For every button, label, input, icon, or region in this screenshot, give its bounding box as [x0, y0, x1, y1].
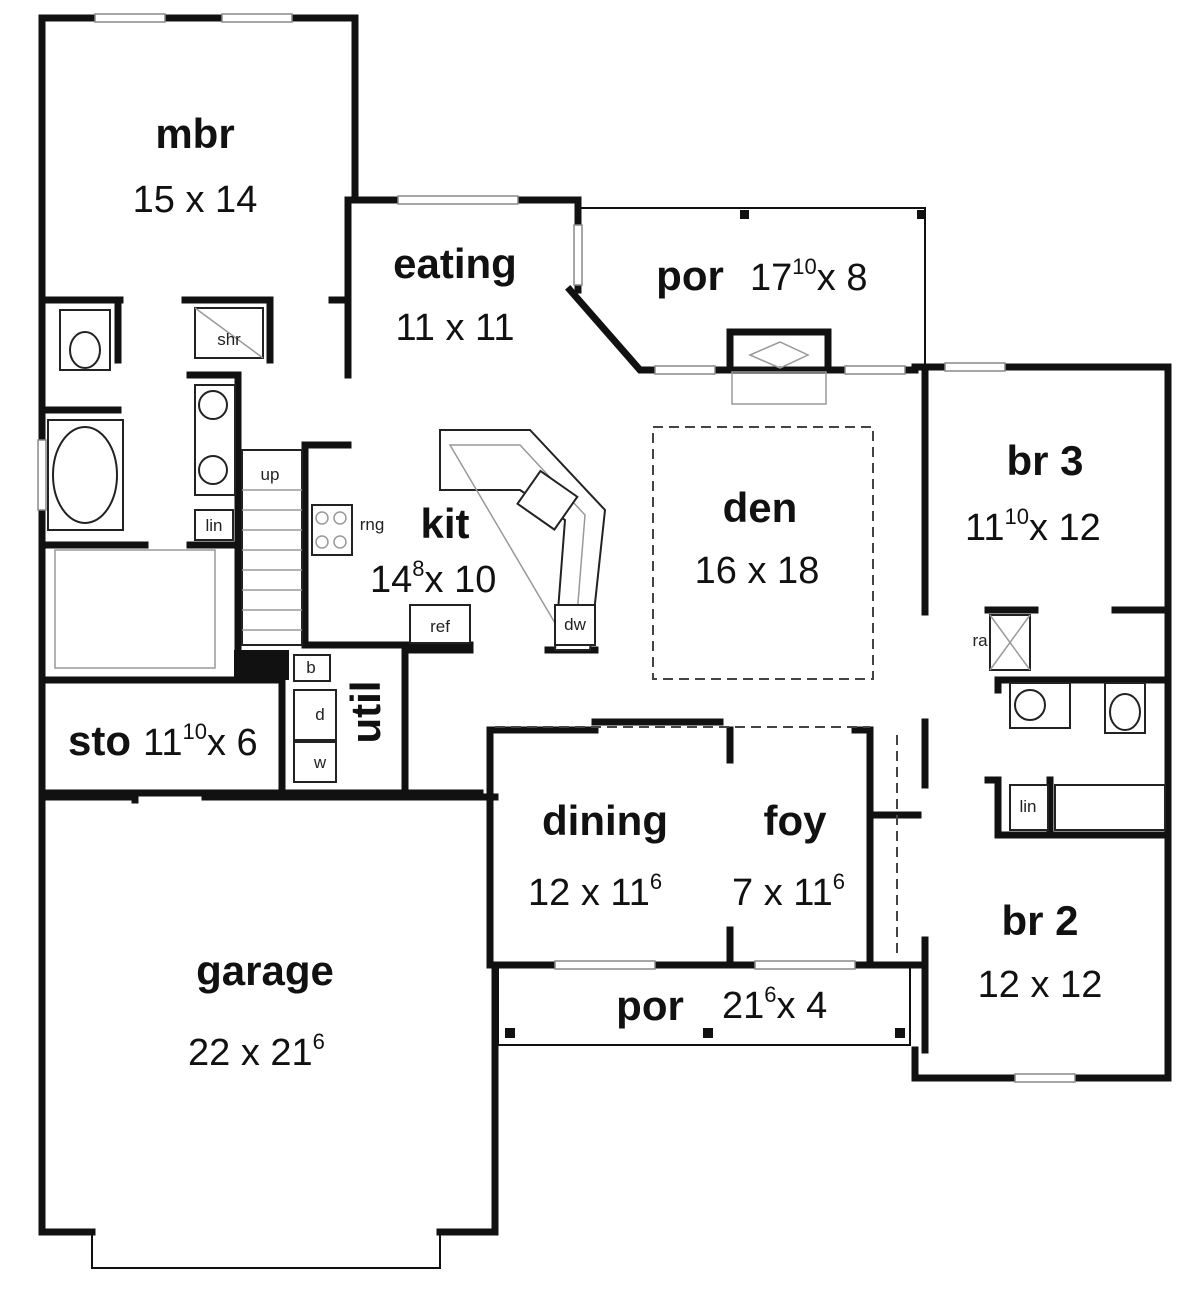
- room-name-dining: dining: [542, 797, 668, 844]
- room-dim-den: 16 x 18: [695, 550, 820, 592]
- room-name-foy: foy: [764, 797, 828, 844]
- room-name-por-front: por: [616, 982, 684, 1029]
- room-dim-mbr: 15 x 14: [133, 179, 258, 221]
- label-up: up: [261, 465, 280, 484]
- room-dim-eating: 11 x 11: [395, 307, 514, 349]
- rear-porch-outline: [578, 207, 926, 370]
- kitchen-counter: [439, 429, 607, 651]
- label-lin-mbr: lin: [205, 516, 222, 535]
- label-lin-hall: lin: [1019, 797, 1036, 816]
- fireplace: [726, 328, 832, 405]
- room-dim-garage: 22 x 216: [188, 1029, 325, 1074]
- label-d: d: [315, 705, 324, 724]
- label-ra: ra: [972, 631, 988, 650]
- label-w: w: [313, 753, 327, 772]
- room-name-garage: garage: [196, 947, 334, 994]
- room-name-por-rear: por: [656, 252, 724, 299]
- room-name-sto: sto: [68, 717, 131, 764]
- room-name-util: util: [342, 681, 389, 744]
- master-bath-fixtures: [47, 307, 264, 669]
- room-dim-foy: 7 x 116: [732, 869, 845, 914]
- utility-fixtures: [293, 654, 337, 783]
- garage-door: [91, 1232, 441, 1269]
- room-dim-por-front: 216x 4: [722, 982, 827, 1027]
- stairs: [241, 449, 303, 646]
- kitchen-appliances: [311, 504, 471, 644]
- room-dim-br2: 12 x 12: [978, 964, 1103, 1006]
- front-porch-outline: [497, 968, 911, 1046]
- den-area-outline: [652, 426, 874, 680]
- room-dim-sto: 1110x 6: [143, 719, 258, 764]
- room-name-mbr: mbr: [155, 110, 234, 157]
- room-name-den: den: [723, 484, 798, 531]
- label-ref: ref: [430, 617, 450, 636]
- windows: [37, 13, 1076, 1083]
- room-name-br2: br 2: [1001, 897, 1078, 944]
- hall-bath-fixtures: [989, 614, 1166, 831]
- label-dw: dw: [564, 615, 586, 634]
- room-dim-br3: 1110x 12: [965, 504, 1101, 549]
- label-rng: rng: [360, 515, 385, 534]
- room-dim-dining: 12 x 116: [528, 869, 662, 914]
- room-dim-por-rear: 1710x 8: [750, 254, 867, 299]
- label-shr: shr: [217, 330, 241, 349]
- room-dim-kit: 148x 10: [370, 556, 496, 601]
- room-name-br3: br 3: [1006, 437, 1083, 484]
- label-b: b: [306, 658, 315, 677]
- room-name-kit: kit: [420, 500, 469, 547]
- room-name-eating: eating: [393, 240, 517, 287]
